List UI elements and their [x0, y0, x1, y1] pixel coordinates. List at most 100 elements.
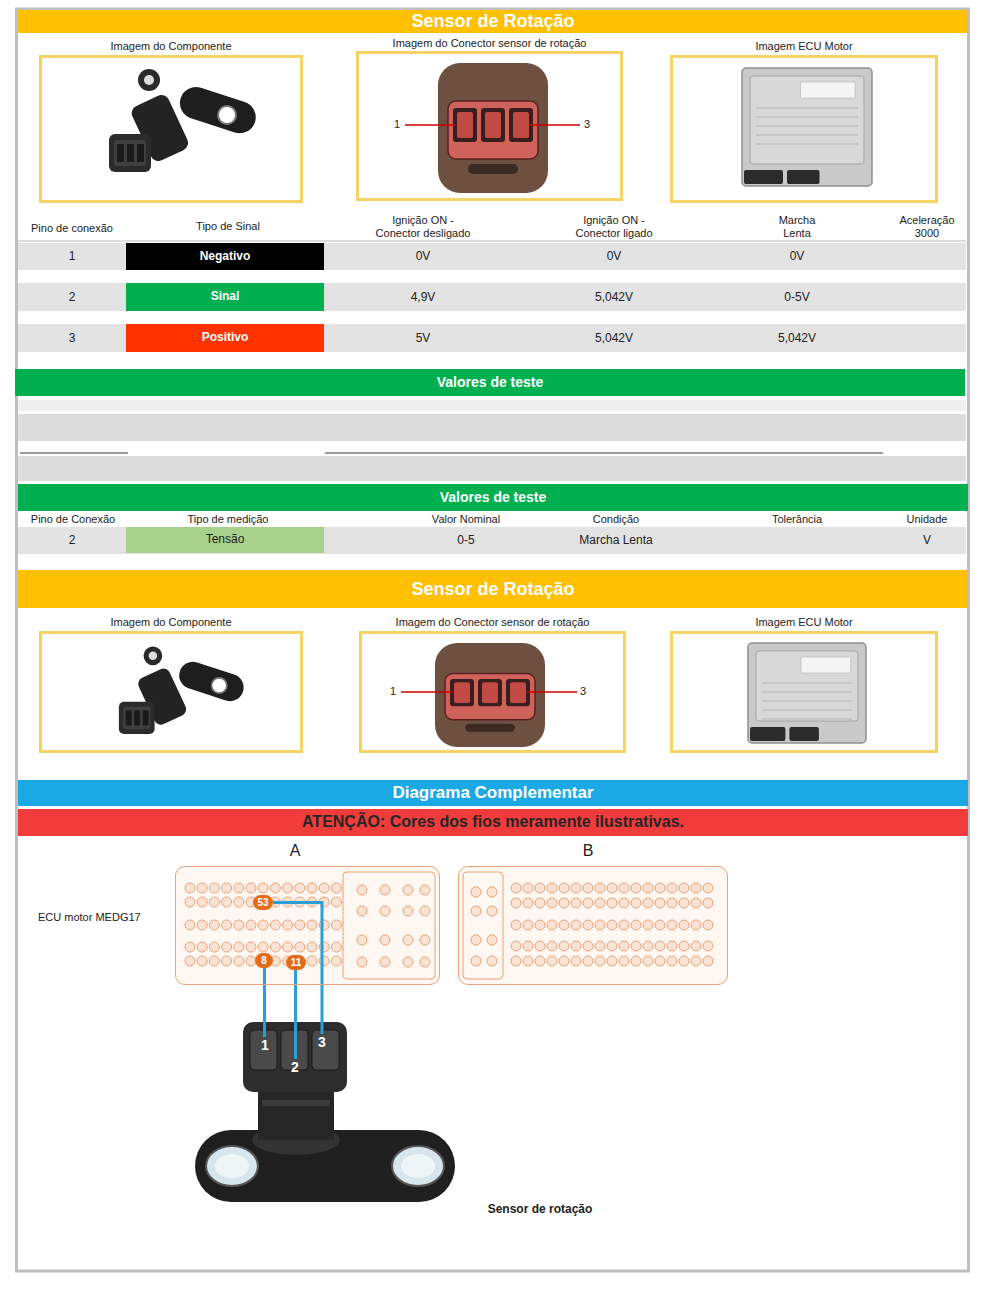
pin-dot: [631, 956, 641, 966]
pin-dot: [631, 920, 641, 930]
pin-dot: [703, 883, 713, 893]
connector-a-body: [175, 866, 440, 985]
ecu-pin: 53: [253, 895, 273, 910]
table-cell: 3: [52, 331, 92, 345]
pin-dot: [655, 883, 665, 893]
pin-dot: [403, 906, 413, 916]
ecu-rib: [756, 117, 858, 118]
mount-hole-inner: [215, 1154, 249, 1178]
signal-cell: Negativo: [126, 243, 324, 270]
pin-dot: [703, 941, 713, 951]
wire: [273, 903, 322, 1035]
pin-dot: [679, 920, 689, 930]
sensor-plug-face: [114, 140, 146, 166]
pin-dot: [403, 885, 413, 895]
table-cell: 2: [52, 290, 92, 304]
pin-dot: [331, 942, 341, 952]
pin-dot: [559, 898, 569, 908]
pin-dot: [691, 956, 701, 966]
plug-slot: [143, 710, 149, 725]
pin-dot: [197, 920, 207, 930]
pin-dot: [583, 920, 593, 930]
pin-dot: [185, 920, 195, 930]
table-cell: 0-5V: [757, 290, 837, 304]
pin-dot: [667, 883, 677, 893]
section-band: Valores de teste: [18, 484, 968, 511]
sensor-tab: [176, 83, 260, 138]
pin-dot: [655, 920, 665, 930]
pin-dot: [607, 920, 617, 930]
image-panel: Imagem ECU Motor: [670, 614, 938, 753]
pin-dot: [667, 956, 677, 966]
ecu-rib: [762, 710, 852, 711]
pin-dot: [619, 956, 629, 966]
signal-cell: Tensão: [126, 527, 324, 553]
pin-dot: [535, 941, 545, 951]
pin-dot: [307, 883, 317, 893]
pin-dot: [487, 935, 497, 945]
table-row: [18, 243, 966, 270]
table-cell: 5V: [383, 331, 463, 345]
connector-photo: [438, 63, 548, 193]
panel-heading: Imagem ECU Motor: [670, 615, 938, 629]
plug-slot: [134, 710, 140, 725]
pin-dot: [703, 920, 713, 930]
pin-dot: [185, 897, 195, 907]
ecu-pin-text: 53: [257, 897, 268, 909]
image-panel: Imagem do Componente: [39, 38, 303, 203]
pin-dot: [380, 885, 390, 895]
pin-dot: [234, 897, 244, 907]
pin-dot: [643, 941, 653, 951]
section-band-text: Valores de teste: [440, 489, 547, 505]
connector-face: [448, 101, 538, 159]
sensor-photo: [119, 646, 247, 734]
pin-dot: [535, 898, 545, 908]
pin-dot: [258, 883, 268, 893]
pin-dot: [357, 906, 367, 916]
pin-dot: [523, 956, 533, 966]
ecu-rib: [756, 126, 858, 127]
pin-dot: [547, 956, 557, 966]
ecu-plug: [750, 727, 785, 741]
pin-dot: [331, 883, 341, 893]
pin-dot: [471, 956, 481, 966]
pin-dot: [209, 920, 219, 930]
signal-cell: Sinal: [126, 283, 324, 311]
ecu-case: [748, 643, 866, 743]
connector-pin: [457, 112, 473, 138]
panel-heading: Imagem ECU Motor: [670, 39, 938, 53]
pin-dot: [643, 898, 653, 908]
table-cell: 1: [52, 249, 92, 263]
ecu-rib: [762, 683, 852, 684]
pin-dot: [487, 956, 497, 966]
pin-dot: [511, 883, 521, 893]
sensor-photo: [109, 69, 260, 172]
pin-dot: [679, 941, 689, 951]
plug-slot: [117, 144, 124, 162]
section-band: Diagrama Complementar: [18, 780, 968, 806]
connector-outline: [175, 866, 440, 985]
table-cell: Marcha Lenta: [770, 214, 825, 240]
pin-dot: [380, 935, 390, 945]
pin-dot: [535, 956, 545, 966]
connector-pin: [513, 112, 529, 138]
connector-letter: B: [576, 842, 600, 860]
empty-row: [18, 400, 966, 411]
connector-outline: [458, 866, 728, 985]
pin-dot: [511, 898, 521, 908]
empty-row: [18, 456, 966, 481]
signal-cell-text: Tensão: [206, 533, 245, 547]
pin-dot: [197, 883, 207, 893]
section-band-text: Sensor de Rotação: [411, 11, 574, 32]
table-cell: Pino de Conexão: [18, 513, 128, 526]
sensor-pin-text: 1: [261, 1037, 269, 1053]
sensor-plug-face: [123, 707, 150, 729]
page-frame: [17, 9, 969, 1271]
connector-slot: [453, 108, 477, 142]
pin-dot: [283, 883, 293, 893]
pin-dot: [185, 942, 195, 952]
pin-dot: [197, 956, 207, 966]
table-cell: 2: [52, 533, 92, 547]
pin-dot: [270, 883, 280, 893]
sensor-plug: [119, 702, 155, 734]
